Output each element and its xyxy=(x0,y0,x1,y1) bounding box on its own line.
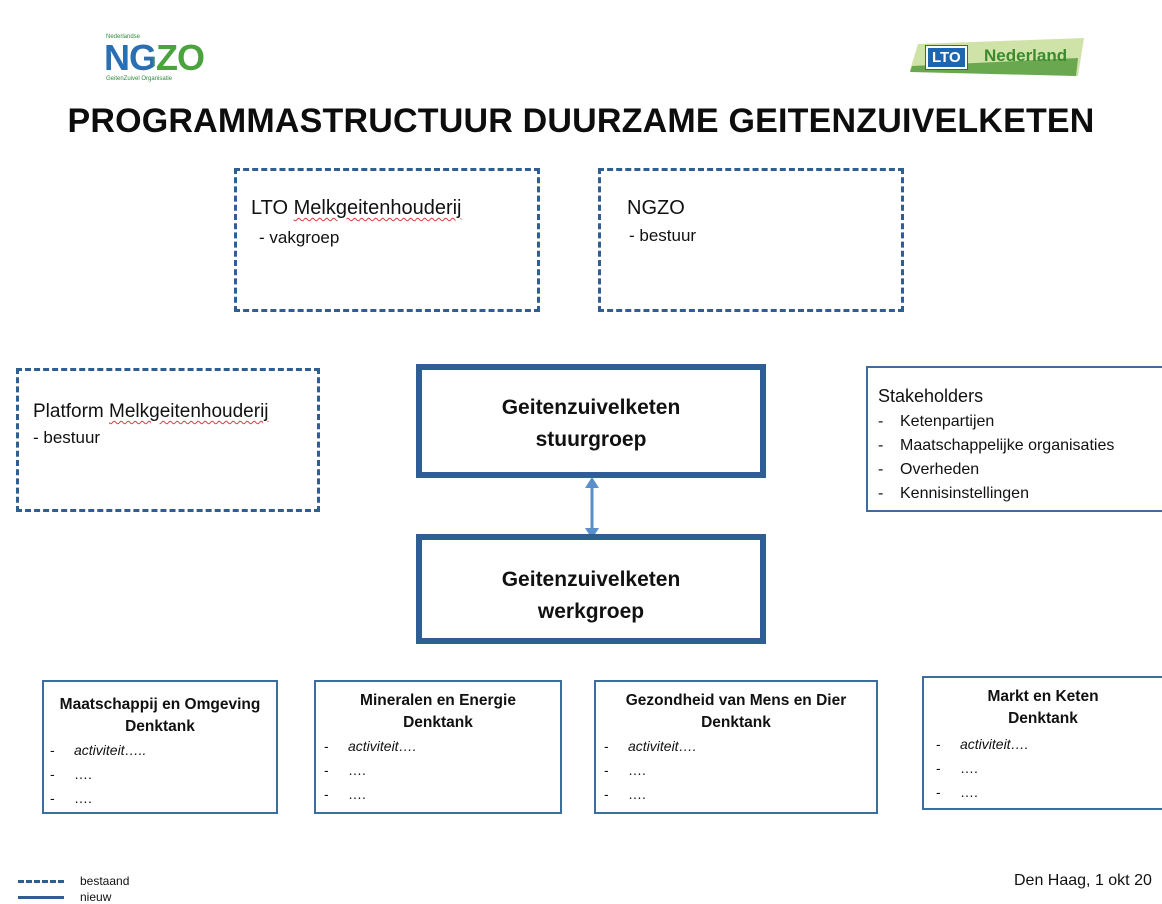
page-title: PROGRAMMASTRUCTUUR DUURZAME GEITENZUIVEL… xyxy=(67,102,1095,140)
denktank-title-line2: Denktank xyxy=(125,718,195,735)
ngzo-box-sub: - bestuur xyxy=(629,226,697,245)
ngzo-logo-bottom-text: GeitenZuivel Organisatie xyxy=(106,76,173,82)
denktank-item: -…. xyxy=(936,760,978,776)
denktank-list: -activiteit….. -…. -…. xyxy=(50,738,146,810)
stakeholder-item: -Kennisinstellingen xyxy=(878,485,1029,502)
denktank-gezondheid-box: Gezondheid van Mens en Dier Denktank -ac… xyxy=(594,680,878,814)
stakeholders-title: Stakeholders xyxy=(878,386,984,406)
denktank-maatschappij-box: Maatschappij en Omgeving Denktank -activ… xyxy=(42,680,278,814)
footer-date: Den Haag, 1 okt 20 xyxy=(1014,872,1152,889)
denktank-item: -…. xyxy=(50,790,92,806)
denktank-list: -activiteit…. -…. -…. xyxy=(324,734,416,806)
lto-melkgeitenhouderij-title: LTO Melkgeitenhouderij xyxy=(251,195,462,221)
denktank-item: -activiteit…. xyxy=(324,738,417,754)
stuurgroep-line2: stuurgroep xyxy=(535,428,647,451)
stakeholders-list: -Ketenpartijen -Maatschappelijke organis… xyxy=(878,410,1114,506)
denktank-title-line1: Gezondheid van Mens en Dier xyxy=(625,692,847,709)
stakeholder-item: -Overheden xyxy=(878,461,980,478)
denktank-item: -…. xyxy=(604,786,646,802)
lto-logo-word: Nederland xyxy=(984,46,1068,65)
lto-main-name: Melkgeitenhouderij xyxy=(293,197,462,219)
denktank-item: -…. xyxy=(324,762,366,778)
denktank-title-line2: Denktank xyxy=(701,714,771,731)
denktank-title-line1: Markt en Keten xyxy=(987,688,1099,705)
ngzo-box-title: NGZO xyxy=(627,197,685,219)
lto-prefix: LTO xyxy=(251,197,294,219)
platform-title: Platform Melkgeitenhouderij xyxy=(33,399,269,425)
ngzo-logo-top-text: Nederlandse xyxy=(106,34,141,40)
stuurgroep-box: Geitenzuivelketen stuurgroep xyxy=(416,364,766,478)
ngzo-logo-word: NGZO xyxy=(104,37,205,78)
denktank-item: -activiteit…. xyxy=(936,736,1029,752)
legend-solid-label: nieuw xyxy=(80,890,112,904)
platform-main-name: Melkgeitenhouderij xyxy=(109,401,269,422)
werkgroep-line2: werkgroep xyxy=(537,600,645,623)
denktank-markt-box: Markt en Keten Denktank -activiteit…. -…… xyxy=(922,676,1162,810)
denktank-mineralen-box: Mineralen en Energie Denktank -activitei… xyxy=(314,680,562,814)
lto-melkgeitenhouderij-box: LTO Melkgeitenhouderij - vakgroep xyxy=(234,168,540,312)
denktank-item: -…. xyxy=(50,766,92,782)
ngzo-box: NGZO - bestuur xyxy=(598,168,904,312)
denktank-title-line1: Maatschappij en Omgeving xyxy=(59,696,261,713)
denktank-item: -…. xyxy=(324,786,366,802)
lto-melkgeitenhouderij-sub: - vakgroep xyxy=(259,228,340,247)
denktank-list: -activiteit…. -…. -…. xyxy=(604,734,696,806)
denktank-list: -activiteit…. -…. -…. xyxy=(936,732,1028,804)
platform-sub: - bestuur xyxy=(33,428,101,447)
lto-logo-badge: LTO xyxy=(926,46,967,69)
stakeholders-box: Stakeholders -Ketenpartijen -Maatschappe… xyxy=(866,366,1162,512)
denktank-item: -…. xyxy=(936,784,978,800)
denktank-item: -activiteit…. xyxy=(604,738,697,754)
platform-prefix: Platform xyxy=(33,401,110,422)
werkgroep-box: Geitenzuivelketen werkgroep xyxy=(416,534,766,644)
denktank-item: -activiteit….. xyxy=(50,742,147,758)
ngzo-logo: Nederlandse NGZO GeitenZuivel Organisati… xyxy=(100,32,220,84)
denktank-item: -…. xyxy=(604,762,646,778)
lto-nederland-logo: LTO Nederland xyxy=(908,36,1088,82)
denktank-title-line2: Denktank xyxy=(403,714,473,731)
stakeholder-item: -Ketenpartijen xyxy=(878,413,995,430)
stakeholder-item: -Maatschappelijke organisaties xyxy=(878,437,1115,454)
stuurgroep-line1: Geitenzuivelketen xyxy=(501,396,681,419)
denktank-title-line1: Mineralen en Energie xyxy=(360,692,516,709)
double-arrow-connector xyxy=(585,477,599,539)
legend-dashed-line xyxy=(18,880,64,883)
werkgroep-line1: Geitenzuivelketen xyxy=(501,568,681,591)
denktank-title-line2: Denktank xyxy=(1008,710,1078,727)
legend-solid-line xyxy=(18,896,64,899)
platform-melkgeitenhouderij-box: Platform Melkgeitenhouderij - bestuur xyxy=(16,368,320,512)
legend-dashed-label: bestaand xyxy=(80,874,130,888)
